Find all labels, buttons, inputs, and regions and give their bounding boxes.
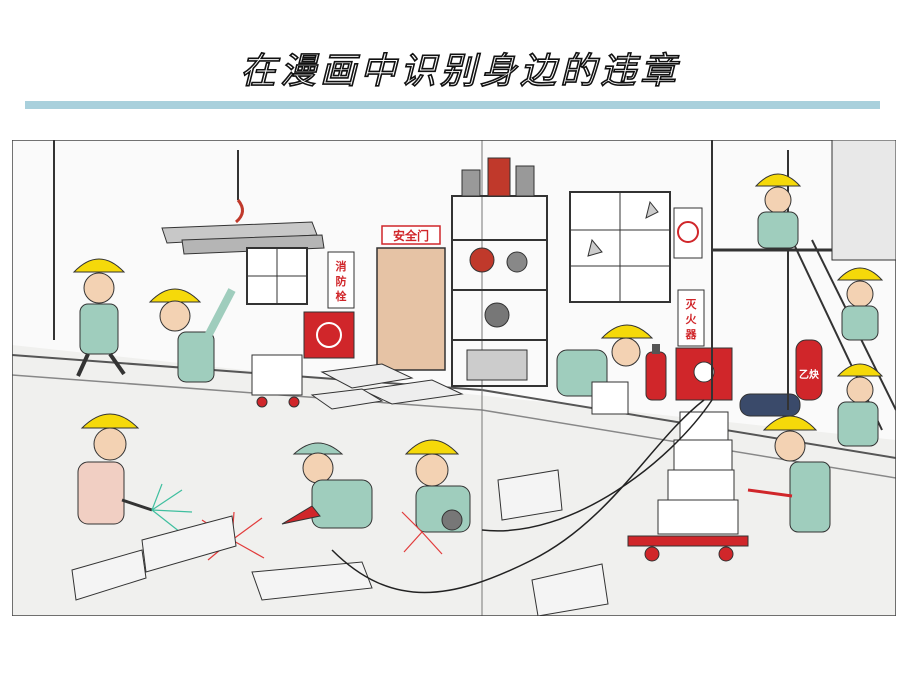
title-divider	[25, 101, 880, 109]
svg-text:器: 器	[685, 328, 698, 341]
overloaded-cart	[627, 411, 793, 562]
welding-cable	[331, 399, 705, 594]
safety-comic-illustration: 消 防 栓 安全门	[12, 140, 896, 616]
acetylene-cylinder: 乙炔	[795, 339, 823, 401]
window-left	[246, 247, 308, 305]
welding-machine	[675, 347, 733, 401]
svg-text:灭: 灭	[685, 298, 698, 311]
oxygen-cylinder	[739, 393, 801, 417]
worker-welder-female	[77, 413, 153, 525]
slide-title: 在漫画中识别身边的违章	[239, 50, 680, 93]
svg-text:防: 防	[336, 274, 347, 288]
worker-grinding	[404, 439, 471, 533]
worker-pointing	[148, 288, 236, 383]
window-right	[569, 191, 671, 303]
hydrant-cabinet	[251, 311, 355, 408]
worker-pushing-cart	[762, 415, 831, 533]
no-fire-sign	[673, 207, 703, 259]
safety-door-sign: 安全门	[393, 228, 429, 243]
welding-sparks	[151, 483, 443, 561]
steel-plates	[71, 469, 609, 616]
fire-extinguisher	[645, 344, 667, 401]
worker-carrying-box	[556, 324, 654, 415]
storage-shelf	[451, 157, 548, 387]
svg-text:栓: 栓	[336, 289, 347, 303]
worker-on-ladder	[836, 267, 884, 341]
svg-text:消: 消	[336, 259, 347, 273]
svg-text:火: 火	[686, 313, 698, 326]
worker-welder-crouching	[281, 442, 373, 529]
blocked-passage-blocks	[310, 363, 464, 410]
hydrant-sign: 消 防 栓	[327, 251, 355, 309]
extinguisher-sign: 灭 火 器	[677, 289, 705, 347]
acetylene-label: 乙炔	[799, 368, 819, 381]
worker-walking	[72, 258, 126, 377]
welding-cable-2	[481, 399, 713, 532]
safety-door: 安全门	[376, 225, 446, 371]
worker-running	[836, 363, 884, 447]
worker-on-scaffold	[754, 173, 802, 249]
